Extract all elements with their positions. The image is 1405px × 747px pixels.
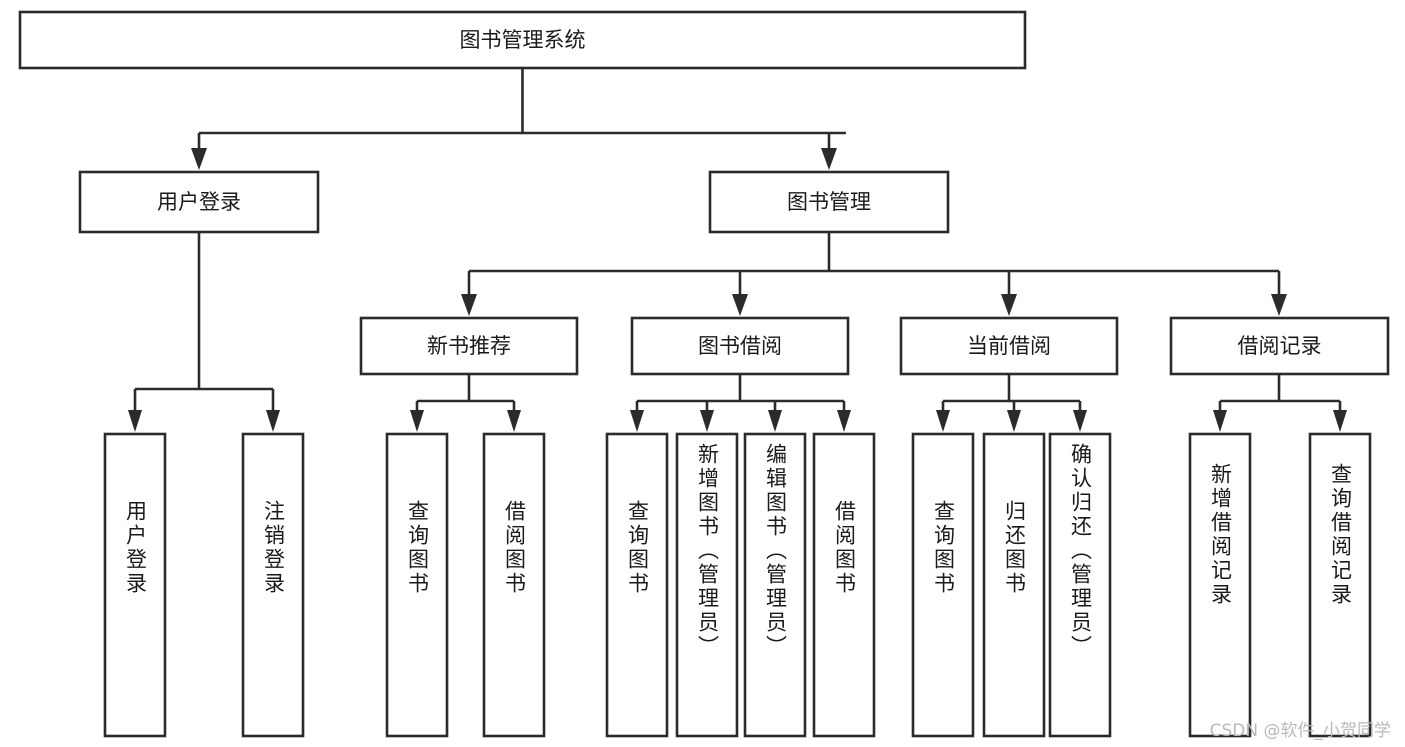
node-book-borrow[interactable]: 图书借阅 xyxy=(630,316,850,376)
edge-group-book-manage xyxy=(461,232,1287,316)
arrow-head-leaf-query-book-rec xyxy=(410,410,424,432)
node-user-login[interactable]: 用户登录 xyxy=(78,170,320,234)
edge-group-book-borrow xyxy=(630,374,851,432)
node-book-manage-label: 图书管理 xyxy=(787,190,871,214)
node-user-login-label: 用户登录 xyxy=(157,190,241,214)
arrow-head-borrow-record xyxy=(1271,294,1287,316)
node-leaf-query-book-box[interactable] xyxy=(605,432,669,738)
node-new-book-rec[interactable]: 新书推荐 xyxy=(359,316,579,376)
arrow-head-leaf-edit-book xyxy=(768,410,782,432)
arrow-head-leaf-borrow-book-rec xyxy=(507,410,521,432)
node-leaf-query-record-box[interactable] xyxy=(1308,432,1372,738)
edge-group-user-login xyxy=(128,232,280,432)
node-current-borrow[interactable]: 当前借阅 xyxy=(899,316,1119,376)
node-new-book-rec-label: 新书推荐 xyxy=(427,334,511,358)
node-leaf-user-login-box[interactable] xyxy=(103,432,167,738)
node-current-borrow-box[interactable] xyxy=(899,316,1119,376)
edge-group-root xyxy=(191,68,846,170)
arrow-head-book-manage xyxy=(821,148,837,170)
edge-group-current-borrow xyxy=(936,374,1087,432)
node-leaf-borrow-book-box[interactable] xyxy=(812,432,876,738)
arrow-head-book-borrow xyxy=(732,294,748,316)
arrow-head-leaf-confirm-return xyxy=(1073,410,1087,432)
arrow-head-leaf-add-book xyxy=(700,410,714,432)
node-leaf-add-record-box[interactable] xyxy=(1188,432,1252,738)
node-root[interactable]: 图书管理系统 xyxy=(18,10,1027,70)
node-leaf-logout-box[interactable] xyxy=(241,432,305,738)
node-leaf-edit-book-box[interactable] xyxy=(743,432,807,738)
node-leaf-return-book-box[interactable] xyxy=(982,432,1046,738)
node-user-login-box[interactable] xyxy=(78,170,320,234)
leaf-boxes xyxy=(103,432,1372,738)
arrow-head-leaf-return-book xyxy=(1007,410,1021,432)
node-borrow-record-label: 借阅记录 xyxy=(1238,334,1322,358)
arrow-head-new-book-rec xyxy=(461,294,477,316)
node-borrow-record-box[interactable] xyxy=(1169,316,1390,376)
arrow-head-leaf-query-book-cur xyxy=(936,410,950,432)
node-root-label: 图书管理系统 xyxy=(460,28,586,52)
arrow-head-current-borrow xyxy=(1001,294,1017,316)
node-root-box[interactable] xyxy=(18,10,1027,70)
node-borrow-record[interactable]: 借阅记录 xyxy=(1169,316,1390,376)
node-leaf-query-book-rec-box[interactable] xyxy=(385,432,449,738)
node-leaf-borrow-book-rec-box[interactable] xyxy=(482,432,546,738)
arrow-head-leaf-borrow-book xyxy=(837,410,851,432)
node-book-borrow-box[interactable] xyxy=(630,316,850,376)
node-leaf-query-book-cur-box[interactable] xyxy=(911,432,975,738)
arrow-head-user-login xyxy=(191,148,207,170)
arrow-head-leaf-query-record xyxy=(1333,410,1347,432)
arrow-head-leaf-user-login xyxy=(128,410,142,432)
arrow-head-leaf-query-book xyxy=(630,410,644,432)
arrow-head-leaf-logout xyxy=(266,410,280,432)
node-leaf-add-book-box[interactable] xyxy=(675,432,739,738)
arrow-head-leaf-add-record xyxy=(1213,410,1227,432)
node-book-borrow-label: 图书借阅 xyxy=(698,334,782,358)
node-leaf-confirm-return-box[interactable] xyxy=(1048,432,1112,738)
node-current-borrow-label: 当前借阅 xyxy=(967,334,1051,358)
edge-group-borrow-record xyxy=(1213,374,1347,432)
edge-group-new-book-rec xyxy=(410,374,521,432)
node-book-manage-box[interactable] xyxy=(708,170,950,234)
node-new-book-rec-box[interactable] xyxy=(359,316,579,376)
node-book-manage[interactable]: 图书管理 xyxy=(708,170,950,234)
